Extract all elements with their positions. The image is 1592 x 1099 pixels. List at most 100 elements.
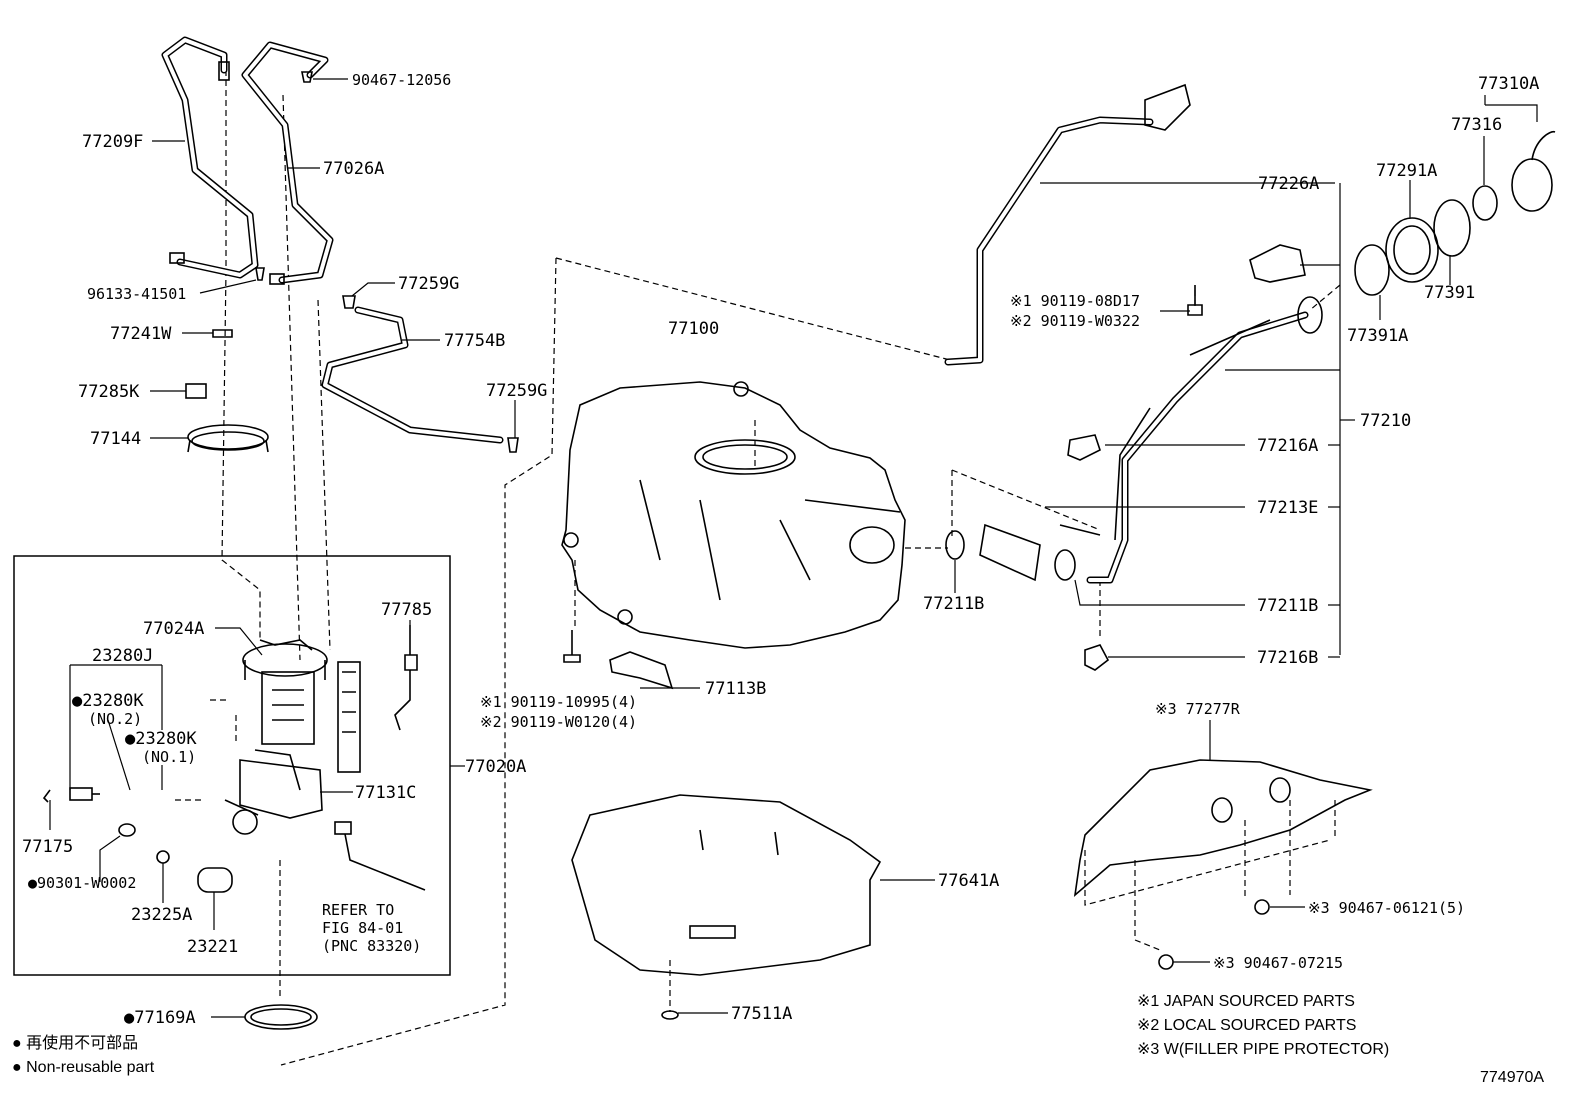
label-77259G-top: 77259G (398, 274, 459, 294)
label-23280J: 23280J (92, 646, 153, 666)
label-77285K: 77285K (78, 382, 140, 402)
label-pnc-83320: (PNC 83320) (322, 937, 421, 955)
ring-77316 (1472, 185, 1498, 221)
label-90119-10995: ※1 90119-10995(4) (480, 693, 637, 711)
vapor-tube-77026A (241, 41, 334, 285)
label-77210: 77210 (1360, 411, 1411, 431)
footnotes: ※1 JAPAN SOURCED PARTS ※2 LOCAL SOURCED … (1137, 993, 1544, 1086)
label-77100: 77100 (668, 319, 719, 339)
label-77026A: 77026A (323, 159, 384, 179)
protector-cover (1249, 244, 1306, 283)
label-refer-to: REFER TO (322, 901, 394, 919)
label-77391: 77391 (1424, 283, 1475, 303)
clip-77511A (661, 1010, 679, 1020)
label-77020A: 77020A (465, 757, 526, 777)
label-77291A: 77291A (1376, 161, 1437, 181)
filler-pipe-77210 (1086, 296, 1323, 584)
clip-77259G-mid (507, 437, 519, 453)
clip-77259G-top (342, 295, 356, 309)
label-no2: (NO.2) (88, 710, 142, 728)
label-77785: 77785 (381, 600, 432, 620)
label-77175: 77175 (22, 837, 73, 857)
label-77511A: 77511A (731, 1004, 792, 1024)
label-90119-08D17: ※1 90119-08D17 (1010, 292, 1140, 310)
clamp-77216A (1067, 434, 1101, 461)
breather-tube-77226A (944, 83, 1191, 366)
label-23221: 23221 (187, 937, 238, 957)
o-ring-90301-W0002 (118, 823, 136, 837)
hose-clamp-77211B-left (945, 530, 965, 560)
label-77211B-left: 77211B (923, 594, 984, 614)
filter-assembly (224, 799, 259, 835)
clamp-77216B (1084, 644, 1110, 671)
label-77226A: 77226A (1258, 174, 1319, 194)
note-local-sourced: ※2 LOCAL SOURCED PARTS (1137, 1017, 1356, 1034)
legend-non-reusable-en: ● Non-reusable part (12, 1059, 155, 1076)
bolt-90119-10995 (563, 630, 581, 663)
label-fig-84-01: FIG 84-01 (322, 919, 403, 937)
fuel-pump-77024A (242, 639, 328, 745)
clip-90467-07215 (1158, 954, 1174, 970)
label-77131C: 77131C (355, 783, 416, 803)
assembly-dashed-lines (175, 70, 1341, 1066)
label-90467-12056: 90467-12056 (352, 71, 451, 89)
label-23280K-no1: ●23280K (125, 729, 197, 749)
leader-lines (49, 78, 1538, 1018)
filler-hose-77213E (979, 523, 1101, 582)
filter-23225A (156, 850, 170, 864)
label-77024A: 77024A (143, 619, 204, 639)
label-77277R: ※3 77277R (1155, 700, 1241, 718)
label-77216A: 77216A (1257, 436, 1318, 456)
pump-23221 (197, 867, 233, 893)
gasket-77391 (1433, 199, 1471, 257)
label-77310A: 77310A (1478, 74, 1539, 94)
label-90301-W0002: ●90301-W0002 (28, 874, 136, 892)
label-96133-41501: 96133-41501 (87, 285, 186, 303)
label-23280K-no2: ●23280K (72, 691, 144, 711)
housing-77291A (1385, 217, 1439, 283)
gasket-77391A (1354, 244, 1390, 296)
figure-id: 774970A (1480, 1069, 1544, 1086)
label-no1: (NO.1) (142, 748, 196, 766)
sender-gauge-77785 (394, 625, 418, 731)
hose-clamp-77211B-right (1054, 549, 1076, 581)
label-77216B: 77216B (1257, 648, 1318, 668)
tank-protector-77641A (571, 794, 882, 976)
bracket-77113B (609, 651, 674, 690)
wire-harness (334, 821, 426, 891)
vapor-tube-77754B (321, 306, 504, 444)
label-77144: 77144 (90, 429, 141, 449)
label-77211B-right: 77211B (1257, 596, 1318, 616)
clip-90467-06121 (1254, 899, 1270, 915)
connector-77285K (185, 383, 207, 399)
label-77209F: 77209F (82, 132, 143, 152)
note-filler-pipe-protector: ※3 W(FILLER PIPE PROTECTOR) (1137, 1041, 1389, 1058)
label-77113B: 77113B (705, 679, 766, 699)
part-labels: 77209F 90467-12056 77026A 96133-41501 77… (22, 71, 1539, 1028)
label-90467-06121: ※3 90467-06121(5) (1308, 899, 1465, 917)
clamp-77241W (212, 329, 233, 338)
label-77259G-mid: 77259G (486, 381, 547, 401)
label-77316: 77316 (1451, 115, 1502, 135)
label-90119-W0322: ※2 90119-W0322 (1010, 312, 1140, 330)
bolt-90119-08D17 (1187, 285, 1203, 316)
label-77391A: 77391A (1347, 326, 1408, 346)
label-77169A: ●77169A (124, 1008, 196, 1028)
label-77754B: 77754B (444, 331, 505, 351)
pump-bracket-77131C (239, 749, 323, 819)
clip-77175 (42, 789, 51, 803)
label-90467-07215: ※3 90467-07215 (1213, 954, 1343, 972)
gasket-77169A (244, 1004, 318, 1030)
label-77641A: 77641A (938, 871, 999, 891)
label-77241W: 77241W (110, 324, 172, 344)
clip-96133-41501 (255, 267, 265, 281)
label-23225A: 23225A (131, 905, 192, 925)
fuel-cap-77310A (1511, 131, 1556, 212)
fuel-tank-77100 (561, 381, 906, 649)
legend-non-reusable-jp: ● 再使用不可部品 (12, 1034, 138, 1052)
retainer-77144 (187, 424, 269, 453)
label-77213E: 77213E (1257, 498, 1318, 518)
filler-pipe-protector-77277R (1073, 759, 1373, 897)
connector-23280K (69, 787, 100, 801)
